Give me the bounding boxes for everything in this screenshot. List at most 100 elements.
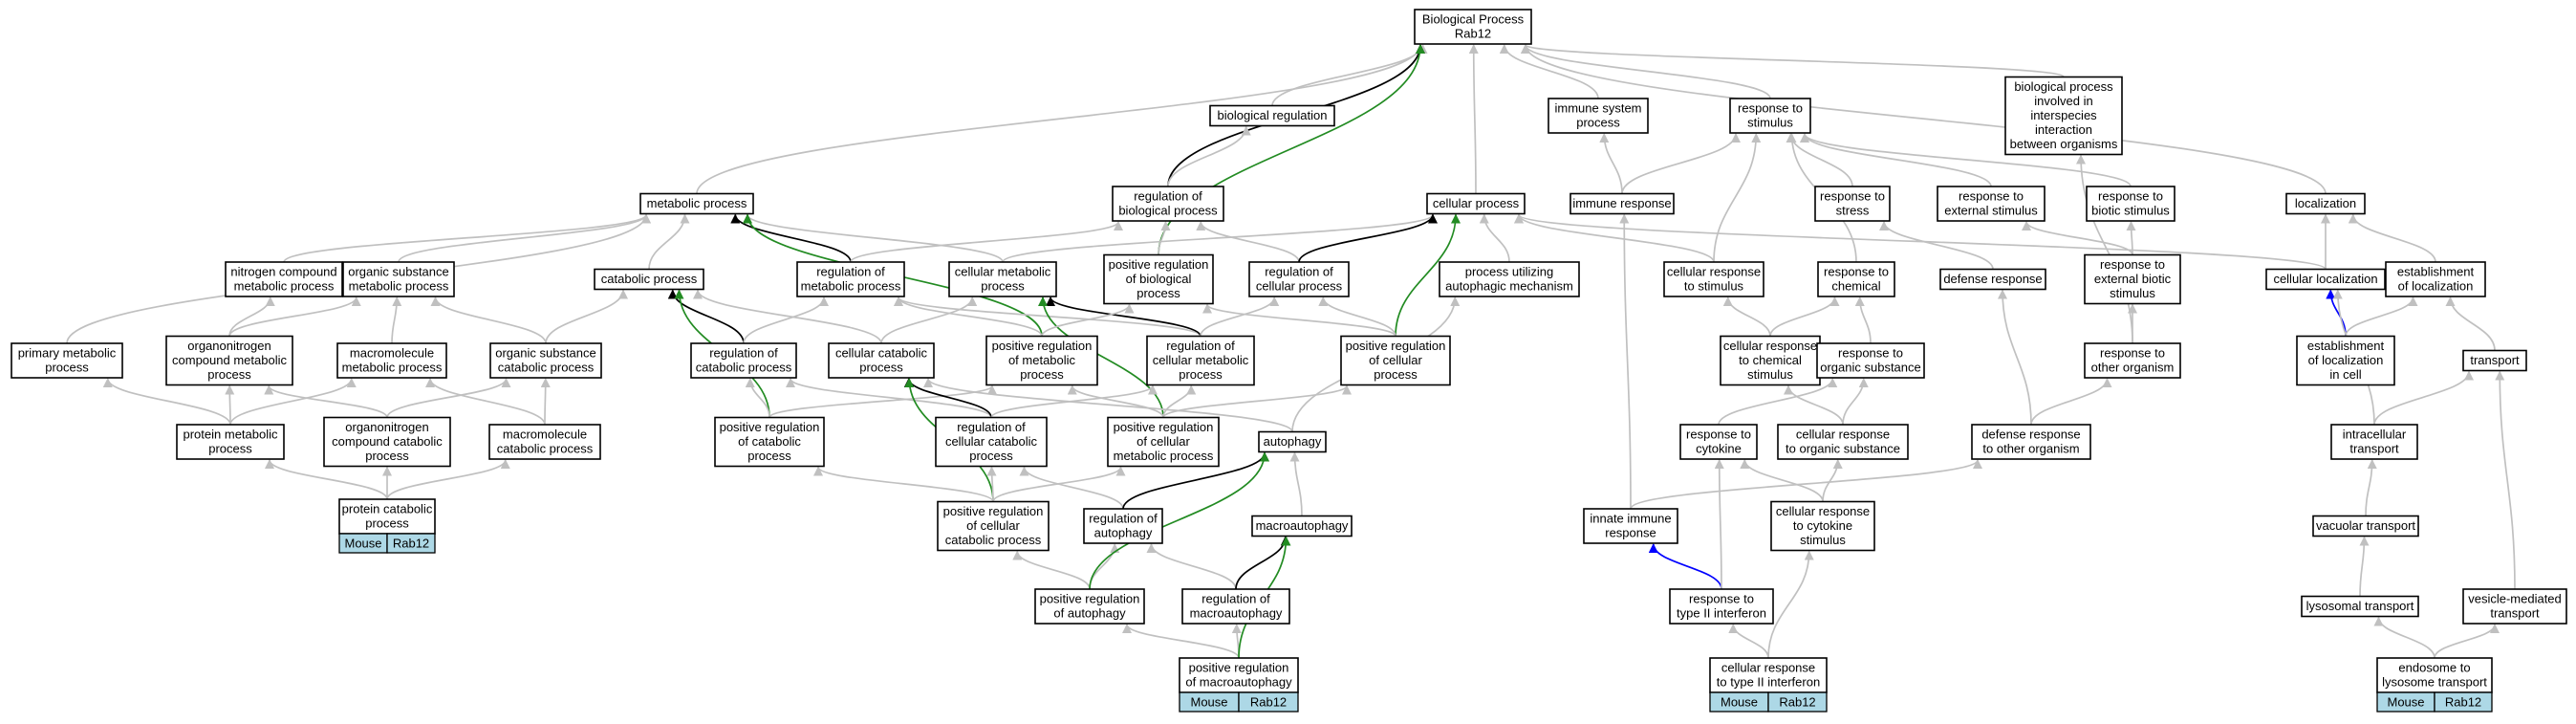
term-label-line: organic substance (495, 346, 596, 361)
term-label-line: cellular metabolic (955, 265, 1051, 279)
term-node-vacuolar[interactable]: vacuolar transport (2312, 515, 2419, 538)
edge-is-a (1767, 550, 1814, 659)
term-label-line: positive regulation (1109, 257, 1209, 272)
term-label-line: organonitrogen (187, 339, 271, 353)
term-box (1569, 192, 1675, 215)
term-box (11, 342, 123, 379)
term-node-macroautophagy[interactable]: macroautophagy (1251, 515, 1353, 538)
edge-is-a (228, 296, 275, 337)
term-node-transport[interactable]: transport (2462, 349, 2527, 372)
term-label-line: regulation of (1201, 592, 1270, 606)
term-label-line: stimulus (1800, 533, 1846, 547)
term-node-metab[interactable]: metabolic process (639, 192, 754, 215)
term-label-line: response to (1959, 189, 2024, 204)
term-node-cell-loc[interactable]: cellular localization (2265, 268, 2386, 291)
edge-is-a (1854, 296, 1872, 344)
term-node-bioreg[interactable]: biological regulation (1209, 104, 1335, 127)
term-label-line: nitrogen compound (230, 265, 336, 279)
term-node-immresp[interactable]: immune response (1569, 192, 1675, 215)
term-node-defense[interactable]: defense response (1939, 268, 2046, 291)
term-box (488, 424, 601, 460)
annotation-gene-cell (1238, 691, 1299, 713)
term-node-catab[interactable]: catabolic process (594, 268, 704, 291)
edge-is-a (2345, 296, 2418, 337)
edge-is-a (2373, 616, 2435, 659)
term-node-cellproc[interactable]: cellular process (1426, 192, 1526, 215)
term-label-line: process (1136, 286, 1180, 300)
term-node-lysosomal[interactable]: lysosomal transport (2301, 595, 2419, 618)
edge-is-a (391, 296, 402, 344)
term-label-line: metabolic process (349, 279, 449, 294)
term-box (1258, 430, 1327, 453)
term-node-autophagy[interactable]: autophagy (1258, 430, 1327, 453)
term-box (1548, 98, 1649, 134)
term-label-line: autophagy (1264, 434, 1322, 449)
term-label-line: chemical (1831, 279, 1880, 294)
edge-is-a (1599, 133, 1623, 194)
term-label-line: process (969, 449, 1013, 463)
edge-is-a (745, 378, 770, 418)
term-label-line: autophagic mechanism (1445, 279, 1573, 294)
term-node-localization[interactable]: localization (2285, 192, 2366, 215)
term-label-line: positive regulation (1346, 339, 1446, 353)
term-label-line: positive regulation (1040, 592, 1140, 606)
annotation-species-label: Mouse (2387, 695, 2424, 710)
term-box (342, 261, 455, 297)
